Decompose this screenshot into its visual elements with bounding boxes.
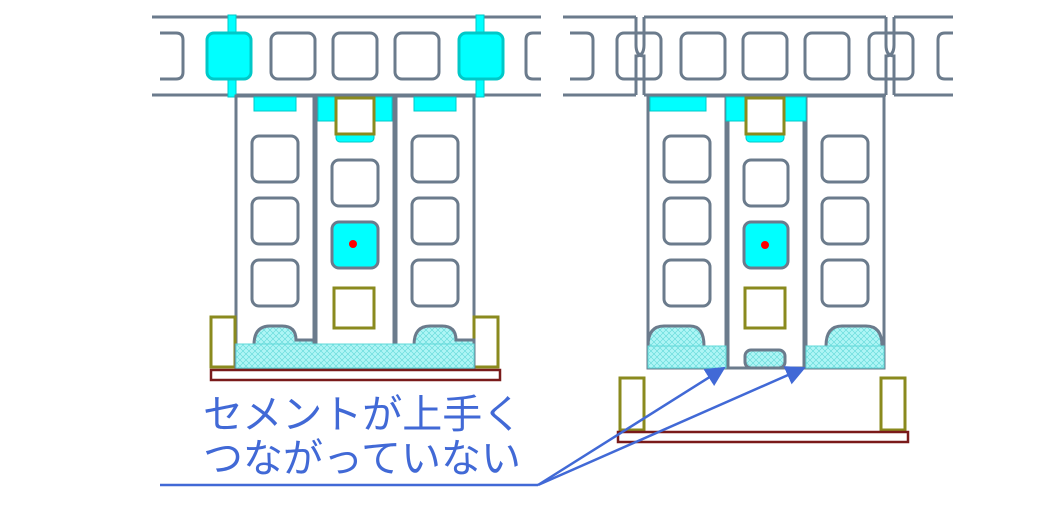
left-rebar-dot bbox=[349, 240, 357, 248]
right-assembly bbox=[563, 15, 953, 444]
right-bottom-cement bbox=[646, 324, 885, 370]
left-top-beam bbox=[152, 14, 541, 98]
right-base-plate bbox=[616, 430, 910, 444]
right-rebar-dot bbox=[761, 241, 769, 249]
left-spacers bbox=[209, 96, 500, 369]
left-bottom-cement bbox=[234, 324, 476, 370]
arrow-icon bbox=[160, 366, 806, 487]
caption-line-2: つながっていない bbox=[203, 436, 521, 482]
right-top-beam bbox=[563, 15, 953, 97]
caption-line-1: セメントが上手く bbox=[203, 392, 523, 438]
left-base-plate bbox=[209, 368, 502, 382]
right-spacers bbox=[618, 96, 907, 432]
left-assembly bbox=[152, 14, 541, 382]
